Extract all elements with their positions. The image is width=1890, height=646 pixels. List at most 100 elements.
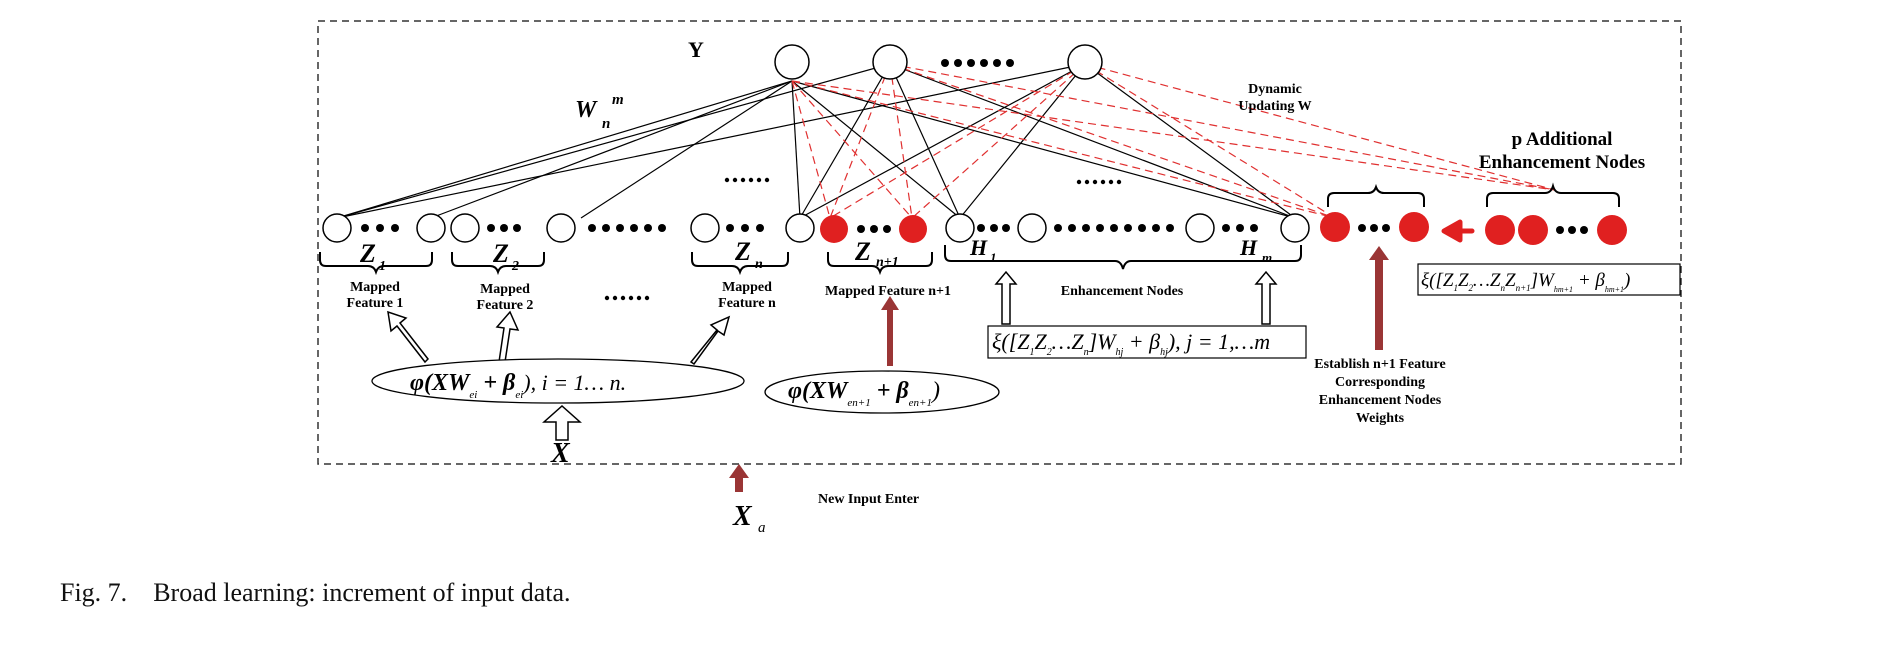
xa-label: X a [732, 501, 766, 536]
dynamic-label-1: Dynamic [1248, 82, 1302, 97]
arrow-new-input [729, 464, 749, 492]
x-label: X [550, 438, 571, 469]
output-nodes [774, 44, 1103, 80]
svg-text:n: n [755, 257, 763, 272]
svg-text:Z: Z [854, 237, 871, 266]
arrow-to-feature-n [689, 315, 731, 366]
svg-text:Enhancement Nodes: Enhancement Nodes [1319, 393, 1442, 408]
svg-text:φ(XWen+1 + βen+1): φ(XWen+1 + βen+1) [788, 378, 940, 409]
enhancement-node [1017, 213, 1047, 243]
black-connections [336, 63, 1296, 219]
brace-new-enhancement [1327, 183, 1425, 207]
svg-text:Z: Z [492, 239, 509, 268]
enhancement-node [1280, 213, 1310, 243]
output-ellipsis-dots [941, 59, 1014, 67]
mid-ellipsis [604, 177, 1122, 301]
arrow-enh-right [1254, 270, 1278, 325]
svg-text:Feature 2: Feature 2 [477, 298, 534, 313]
svg-text:Mapped: Mapped [722, 280, 772, 295]
row-dots [361, 224, 1588, 234]
feature-node [322, 213, 352, 243]
weight-sub: n [602, 116, 610, 132]
xi-main-box [987, 325, 1307, 359]
arrow-additional-left [1441, 219, 1475, 243]
establish-label: Establish n+1 Feature Corresponding Enha… [1314, 357, 1445, 426]
mapped-labels: Mapped Feature 1 Mapped Feature 2 Mapped… [347, 280, 1184, 313]
output-node [1067, 44, 1103, 80]
svg-text:a: a [758, 520, 766, 536]
svg-text:φ(XWei + βei), i = 1… n.: φ(XWei + βei), i = 1… n. [410, 370, 626, 401]
output-node [774, 44, 810, 80]
braces [319, 182, 1620, 276]
phi-main-formula: φ(XWei + βei), i = 1… n. [410, 370, 626, 401]
arrow-enh-left [994, 270, 1018, 325]
xi-main-formula: ξ([Z1Z2…Zn]Whj + βhj), j = 1,…m [992, 329, 1270, 358]
group-labels: Z 1 Z 2 Z n Z n+1 H 1 H m [359, 235, 1272, 274]
feature-node [785, 213, 815, 243]
additional-enhancement-node [1518, 215, 1548, 245]
figure-caption: Fig. 7. Broad learning: increment of inpu… [60, 578, 597, 608]
outer-dashed-box [317, 20, 1682, 465]
dark-arrows [729, 246, 1389, 492]
additional-enhancement-node [1485, 215, 1515, 245]
feature-node-row [322, 212, 1627, 245]
brace-z2 [451, 252, 545, 276]
phi-n1-ellipse [764, 370, 1000, 414]
brace-zn1 [827, 252, 933, 276]
new-enhancement-node [1399, 212, 1429, 242]
svg-text:ξ([Z1Z2…ZnZn+1]Whm+1 + βhm+1): ξ([Z1Z2…ZnZn+1]Whm+1 + βhm+1) [1421, 270, 1630, 294]
red-dashed-connections [791, 63, 1556, 219]
output-node [872, 44, 908, 80]
svg-text:Corresponding: Corresponding [1335, 375, 1425, 390]
svg-text:H: H [1239, 235, 1258, 260]
weight-letter: W [575, 97, 598, 123]
p-additional-label-1: p Additional [1512, 129, 1613, 150]
svg-text:Feature n: Feature n [718, 296, 776, 311]
svg-text:H: H [969, 235, 988, 260]
arrow-to-feature-2 [495, 310, 520, 363]
feature-node [546, 213, 576, 243]
xi-add-box [1417, 263, 1681, 296]
svg-text:Establish n+1 Feature: Establish n+1 Feature [1314, 357, 1445, 372]
y-label: Y [688, 37, 704, 62]
svg-text:ξ([Z1Z2…Zn]Whj + βhj), j = 1,…: ξ([Z1Z2…Zn]Whj + βhj), j = 1,…m [992, 329, 1270, 358]
feature-node [690, 213, 720, 243]
feature-node [416, 213, 446, 243]
new-feature-node [899, 215, 927, 243]
svg-text:X: X [732, 501, 753, 532]
svg-text:1: 1 [379, 259, 386, 274]
new-feature-node [820, 215, 848, 243]
arrow-to-feature-n1 [881, 296, 899, 366]
xi-add-formula: ξ([Z1Z2…ZnZn+1]Whm+1 + βhm+1) [1421, 270, 1630, 294]
arrow-establish [1369, 246, 1389, 350]
enhancement-node [945, 213, 975, 243]
feature-node [450, 213, 480, 243]
weight-sup: m [612, 92, 624, 108]
svg-text:m: m [1262, 250, 1272, 265]
phi-main-ellipse [371, 358, 745, 404]
p-additional-label-2: Enhancement Nodes [1479, 152, 1645, 173]
brace-enhancement [944, 245, 1302, 270]
new-input-label: New Input Enter [818, 492, 919, 507]
arrow-to-feature-1 [387, 310, 429, 364]
enhancement-node [1185, 213, 1215, 243]
svg-text:2: 2 [511, 259, 519, 274]
brace-additional [1486, 182, 1620, 207]
svg-text:Mapped: Mapped [350, 280, 400, 295]
arrow-x-up [542, 404, 582, 441]
svg-text:Weights: Weights [1356, 411, 1405, 426]
weight-label: W m n [575, 92, 624, 132]
new-enhancement-node [1320, 212, 1350, 242]
svg-text:Mapped Feature n+1: Mapped Feature n+1 [825, 284, 951, 299]
svg-text:n+1: n+1 [876, 255, 899, 270]
svg-text:Z: Z [734, 237, 751, 266]
additional-enhancement-node [1597, 215, 1627, 245]
brace-z1 [319, 252, 433, 276]
figure-caption-text: Broad learning: increment of input data. [153, 578, 571, 607]
svg-text:Z: Z [359, 239, 376, 268]
brace-zn [691, 252, 789, 276]
figure-number: Fig. 7. [60, 578, 128, 607]
dynamic-label-2: Updating W [1238, 99, 1311, 114]
svg-text:Enhancement Nodes: Enhancement Nodes [1061, 284, 1184, 299]
